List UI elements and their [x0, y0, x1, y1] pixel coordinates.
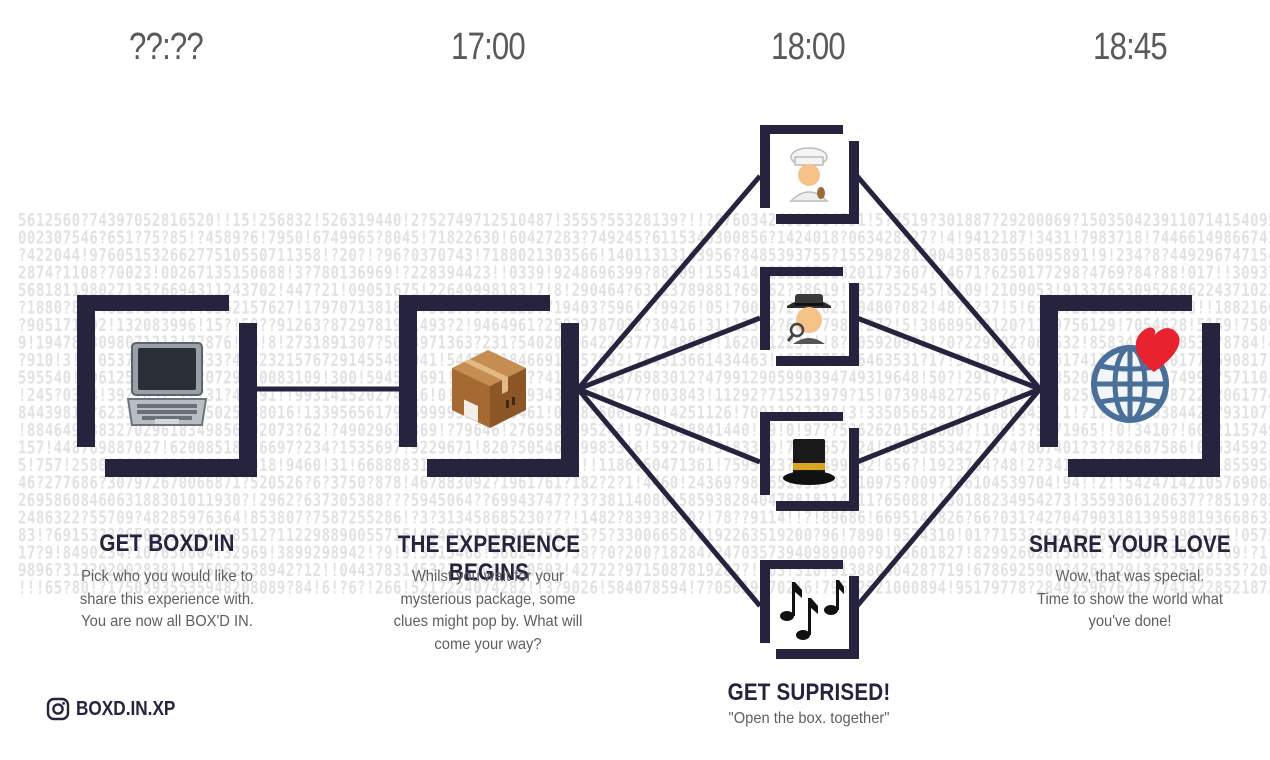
detective-icon	[786, 294, 831, 344]
cook-icon	[789, 147, 829, 202]
connector-tophat-4	[856, 386, 1041, 465]
desc-line: mysterious package, some	[400, 590, 576, 608]
frame-detective	[760, 267, 859, 366]
connector-music-4	[855, 387, 1042, 608]
connector-detective-4	[856, 315, 1041, 392]
desc-line: Wow, that was special.	[1055, 568, 1205, 585]
desc-line: Whilst you wait for your	[411, 568, 565, 585]
instagram-icon	[46, 697, 70, 721]
frame-tophat	[760, 412, 859, 511]
time-label-step-3: 18:00	[771, 26, 846, 68]
instagram-handle-text: BOXD.IN.XP	[76, 697, 176, 720]
desc-line: Pick who you would like to	[81, 568, 253, 585]
connector-2-music	[576, 387, 762, 608]
time-label-step-2: 17:00	[451, 26, 526, 68]
connector-2-cook	[576, 174, 762, 391]
step-desc-experience-begins: Whilst you wait for your mysterious pack…	[368, 566, 607, 656]
connector-2-tophat	[577, 386, 761, 465]
desc-line: you've done!	[1088, 613, 1172, 630]
desc-line: share this experience with.	[79, 590, 255, 608]
desc-line: come your way?	[434, 635, 542, 653]
frame-step-4	[1040, 295, 1220, 477]
step-desc-get-boxdin: Pick who you would like to share this ex…	[47, 566, 286, 634]
laptop-icon	[126, 342, 208, 426]
top-hat-icon	[783, 439, 835, 485]
globe-heart-icon	[1091, 327, 1180, 423]
connector-cook-4	[855, 174, 1042, 391]
time-label-step-4: 18:45	[1093, 26, 1168, 68]
step-title-experience-begins: THE EXPERIENCE BEGINS	[397, 531, 581, 586]
step-desc-get-suprised: "Open the box. together"	[689, 708, 928, 731]
step-title-share-your-love: SHARE YOUR LOVE	[1029, 531, 1231, 558]
time-label-step-1: ??:??	[129, 26, 204, 68]
connector-2-detective	[577, 315, 761, 392]
frame-cook	[760, 125, 859, 224]
frame-step-2	[399, 295, 579, 477]
desc-line: Time to show the world what	[1037, 590, 1223, 608]
desc-line: clues might pop by. What will	[393, 613, 583, 630]
step-desc-share-your-love: Wow, that was special. Time to show the …	[1010, 566, 1249, 634]
package-icon	[452, 350, 526, 428]
desc-line: "Open the box. together"	[728, 710, 890, 727]
instagram-handle[interactable]: BOXD.IN.XP	[46, 697, 192, 721]
frame-step-1	[77, 295, 257, 477]
frame-music	[760, 560, 859, 659]
step-title-get-suprised: GET SUPRISED!	[727, 679, 891, 706]
music-notes-icon	[780, 580, 844, 640]
step-title-get-boxdin: GET BOXD'IN	[99, 530, 235, 557]
desc-line: You are now all BOX'D IN.	[81, 613, 253, 630]
